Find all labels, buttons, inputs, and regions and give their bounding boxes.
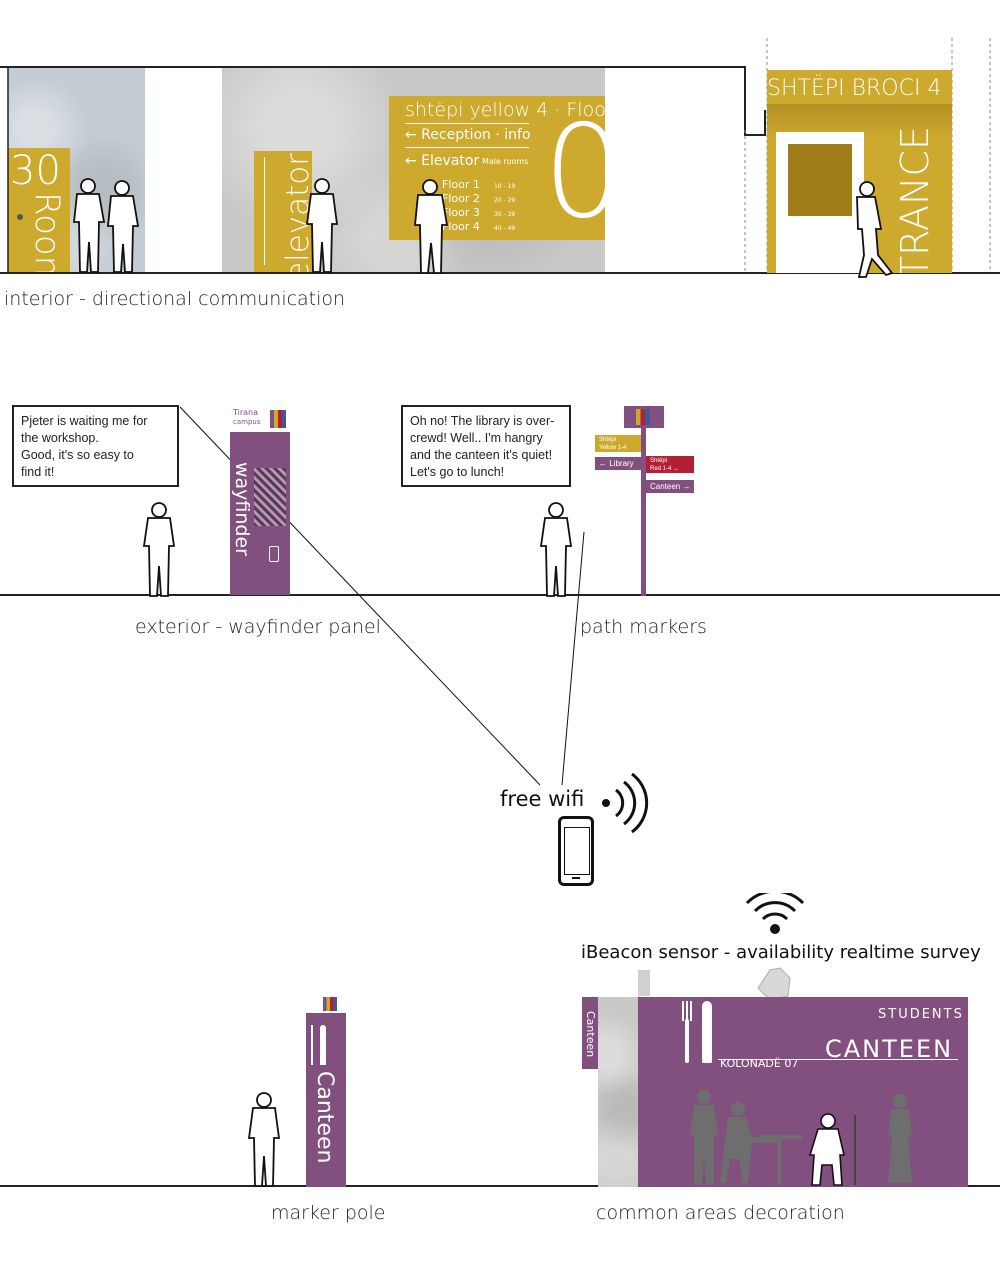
bubble-right-line: crewd! Well.. I'm hangry: [410, 431, 543, 445]
caption-common-areas: common areas decoration: [596, 1202, 845, 1224]
wall-rule: [718, 1059, 958, 1060]
door-frame: [776, 132, 864, 273]
floor-row-rooms: 30 - 39: [494, 211, 516, 218]
marker-library: ← Library: [595, 457, 641, 470]
panel-brand-top: Tirana: [233, 408, 259, 417]
caption-wayfinder: exterior - wayfinder panel: [135, 616, 381, 638]
building-name: SHTËPI BROCI 4: [767, 76, 942, 101]
floor-sign-reception: ← Reception · info: [405, 127, 531, 143]
bubble-right-line: Let's go to lunch!: [410, 465, 505, 479]
marker-pole: Canteen: [306, 995, 346, 1187]
room-sign: 30 Room: [8, 148, 70, 272]
floor-big-letter: 0: [543, 98, 605, 240]
common-area-concrete: [598, 997, 638, 1187]
flag-icon: [270, 410, 286, 428]
floor-row-label: Floor 4: [442, 220, 480, 233]
floor-row: Floor 4 40 - 49: [442, 215, 515, 234]
campus-map-image: [254, 468, 286, 526]
person-walking-icon: [856, 181, 894, 278]
floor-row: Floor 2 20 - 29: [442, 187, 515, 206]
section2-graphics: [0, 406, 1000, 786]
wall-students: STUDENTS: [878, 1007, 964, 1022]
floor-sign-title: shtëpi yellow 4 · Floor: [405, 99, 605, 121]
floor-sign-elevator-note: Male rooms: [482, 157, 529, 166]
door-knob: [17, 214, 23, 220]
floor-row: Floor 3 30 - 39: [442, 201, 515, 220]
floor-row-label: Floor 1: [442, 178, 480, 191]
marker-shtepi-red-line1: Shtëpi: [650, 458, 668, 464]
floor-sign-rule: [405, 123, 529, 124]
panel-brand-bottom: campus: [233, 418, 261, 426]
knife-icon: [702, 1001, 712, 1063]
marker-shtepi-red: Shtëpi Red 1-4 →: [646, 456, 694, 473]
marker-shtepi-red-line2: Red 1-4 →: [650, 466, 680, 472]
floor-directory-sign: shtëpi yellow 4 · Floor ← Reception · in…: [389, 96, 605, 240]
double-arrow-icon: [264, 157, 265, 265]
floor-row-label: Floor 3: [442, 206, 480, 219]
floor-sign-rule-2: [405, 147, 529, 148]
elevator-sign: elevator: [254, 151, 312, 272]
floor-row-rooms: 40 - 49: [494, 225, 516, 232]
bubble-left-line: Pjeter is waiting me for: [21, 414, 148, 428]
wall-outline: [0, 38, 1000, 274]
ibeacon-label: iBeacon sensor - availability realtime s…: [581, 942, 981, 963]
window-grid: [784, 140, 856, 220]
bubble-right-line: Oh no! The library is over-: [410, 414, 555, 428]
phone-icon: [269, 546, 279, 562]
marker-shtepi-yellow: Shtëpi Yellow 1-4: [595, 435, 641, 452]
pole-word: Canteen: [312, 1071, 337, 1164]
phone-home-bar: [572, 877, 580, 879]
caption-marker-pole: marker pole: [271, 1202, 386, 1224]
floor-sign-elevator: ← Elevator: [405, 153, 480, 169]
marker-shtepi-yellow-line1: Shtëpi: [599, 437, 617, 443]
marker-canteen: Canteen →: [646, 480, 694, 493]
floor-row-rooms: 20 - 29: [494, 197, 516, 204]
person-phone-icon: [539, 502, 573, 597]
wall-tab-word: Canteen: [584, 1011, 597, 1058]
fork-icon: [682, 1001, 692, 1063]
speech-bubble-right: Oh no! The library is over- crewd! Well.…: [401, 405, 571, 487]
smartphone-icon: [558, 816, 594, 886]
flag-icon: [323, 997, 337, 1011]
people-silhouettes-interior: [72, 178, 894, 278]
wall-canteen: CANTEEN: [825, 1035, 954, 1063]
caption-interior: interior - directional communication: [4, 288, 346, 310]
person-icon: [107, 180, 140, 273]
canteen-wall: STUDENTS CANTEEN KOLONADË 07: [638, 997, 968, 1187]
interior-elevation: 30 Room elevator shtëpi yellow 4 · Floor…: [0, 30, 1000, 280]
bubble-left-line: Good, it's so easy to: [21, 448, 134, 462]
bubble-left-line: find it!: [21, 465, 55, 479]
person-marker-pole-icon: [247, 1092, 281, 1187]
wifi-signal-icon: [602, 772, 649, 834]
building-facade: SHTËPI BROCI 4 ENTRANCE: [767, 70, 952, 273]
person-phone-icon: [142, 502, 176, 597]
bubble-right-line: and the canteen it's quiet!: [410, 448, 553, 462]
wayfinder-word: wayfinder: [231, 462, 253, 556]
wifi-label: free wifi: [500, 787, 585, 811]
signpost-top-logo: [624, 406, 664, 428]
diners-silhouettes: [690, 1090, 912, 1186]
marker-shtepi-yellow-line2: Yellow 1-4: [599, 445, 627, 451]
person-icon: [72, 178, 106, 273]
beacon-signal-icon: [745, 893, 805, 934]
room-number: 30: [10, 148, 61, 194]
wall-kolonade: KOLONADË 07: [720, 1057, 799, 1070]
flag-icon: [636, 409, 650, 425]
person-icon: [305, 178, 339, 273]
wayfinder-panel: Tirana campus wayfinder: [230, 406, 290, 595]
bubble-left-line: the workshop.: [21, 431, 99, 445]
floor-row: Floor 1 10 - 19: [442, 173, 515, 192]
phone-screen: [564, 827, 590, 875]
person-icon: [414, 179, 449, 274]
room-word: Room: [27, 192, 67, 272]
canteen-wall-tab: Canteen: [582, 997, 598, 1069]
floor-row-label: Floor 2: [442, 192, 480, 205]
caption-path-markers: path markers: [580, 616, 707, 638]
cutlery-icon: [310, 1025, 328, 1067]
speech-bubble-left: Pjeter is waiting me for the workshop. G…: [12, 405, 179, 487]
floor-row-rooms: 10 - 19: [494, 183, 516, 190]
